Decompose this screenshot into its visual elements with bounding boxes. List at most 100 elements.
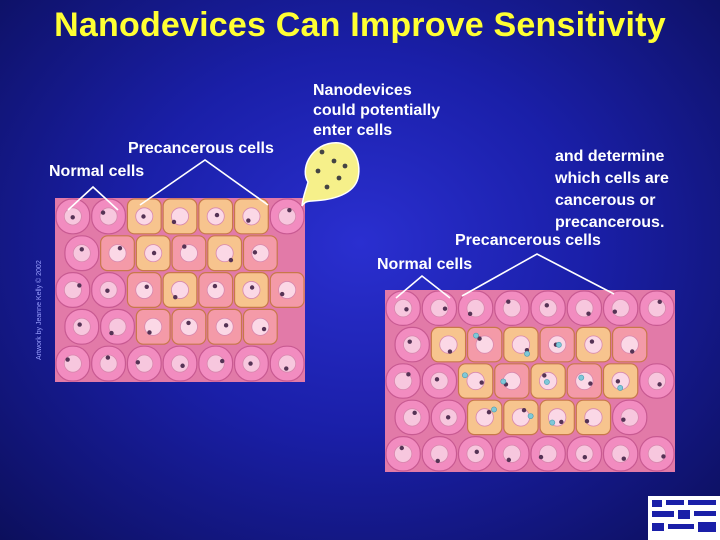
cell-nucleus bbox=[394, 371, 413, 391]
cell-particle bbox=[180, 363, 185, 368]
cell-particle bbox=[486, 410, 492, 415]
cell-particle bbox=[521, 408, 527, 413]
nanodevices-label: Nanodevices could potentially enter cell… bbox=[313, 81, 440, 141]
cell-particle bbox=[657, 299, 662, 305]
determine-label: and determine which cells are cancerous … bbox=[555, 146, 669, 234]
nanodevice-dot bbox=[500, 378, 507, 385]
cell-nucleus bbox=[206, 281, 225, 299]
cell-particle bbox=[220, 358, 225, 364]
cell-particle bbox=[79, 247, 84, 252]
cell-particle bbox=[141, 214, 146, 219]
cell-particle bbox=[100, 210, 106, 215]
nanodevice-dot bbox=[462, 372, 468, 379]
cell-nucleus bbox=[466, 444, 485, 463]
cell-nucleus bbox=[278, 207, 297, 226]
page-title: Nanodevices Can Improve Sensitivity bbox=[54, 6, 666, 44]
cell-particle bbox=[407, 339, 412, 344]
cell-particle bbox=[615, 379, 621, 384]
cell-particle bbox=[105, 355, 111, 360]
cell-particle bbox=[479, 380, 484, 385]
cell-nucleus bbox=[135, 354, 154, 373]
cell-nucleus bbox=[647, 371, 666, 391]
cell-nucleus bbox=[251, 317, 270, 336]
cell-particle bbox=[287, 207, 292, 213]
cell-nucleus bbox=[72, 244, 91, 263]
nanodevice-dot bbox=[617, 385, 624, 391]
nanodevice-dot bbox=[491, 406, 497, 413]
cell-nucleus bbox=[251, 244, 270, 263]
right-tissue bbox=[385, 290, 675, 472]
nanodevice-dot bbox=[543, 379, 550, 385]
cell-nucleus bbox=[206, 354, 225, 373]
cell-nucleus bbox=[620, 408, 639, 427]
cell-particle bbox=[474, 449, 479, 455]
cell-particle bbox=[412, 410, 417, 416]
cell-particle bbox=[657, 382, 662, 387]
cell-nucleus bbox=[539, 444, 558, 463]
cell-particle bbox=[279, 291, 285, 297]
cell-particle bbox=[249, 285, 255, 290]
cell-particle bbox=[252, 250, 258, 255]
left-label-precancerous: Precancerous cells bbox=[128, 140, 274, 157]
determine-label-line-4: precancerous. bbox=[555, 214, 665, 231]
nanodevice-dot bbox=[342, 163, 348, 169]
left-tissue bbox=[55, 198, 305, 382]
cell-particle bbox=[406, 372, 411, 377]
determine-label-line-1: and determine bbox=[555, 148, 665, 165]
cell-nucleus bbox=[144, 317, 163, 336]
cell-nucleus bbox=[278, 281, 297, 299]
nanodevices-label-line-2: could potentially bbox=[313, 102, 441, 119]
logo bbox=[648, 496, 720, 540]
cell-particle bbox=[544, 303, 550, 308]
cell-particle bbox=[214, 212, 220, 218]
determine-label-line-3: cancerous or bbox=[555, 192, 656, 209]
cell-nucleus bbox=[575, 371, 594, 391]
cell-nucleus bbox=[215, 244, 234, 263]
cell-particle bbox=[661, 454, 666, 459]
cell-particle bbox=[621, 456, 626, 461]
cell-nucleus bbox=[439, 335, 458, 354]
cell-particle bbox=[630, 349, 635, 354]
cell-nucleus bbox=[403, 335, 422, 354]
nanodevice-dot bbox=[555, 341, 562, 348]
cell-nucleus bbox=[394, 444, 413, 463]
cell-nucleus bbox=[430, 444, 449, 463]
nanodevice-dot bbox=[315, 168, 321, 174]
right-precancerous-pointer bbox=[461, 253, 615, 297]
cell-particle bbox=[506, 457, 512, 463]
determine-label-line-2: which cells are bbox=[555, 170, 669, 187]
nanodevices-label-line-1: Nanodevices bbox=[313, 82, 412, 99]
cell-particle bbox=[182, 244, 187, 249]
cell-particle bbox=[435, 458, 440, 464]
cell-particle bbox=[582, 454, 588, 460]
cell-particle bbox=[621, 417, 626, 422]
right-normal-pointer bbox=[395, 274, 451, 299]
cell-particle bbox=[447, 349, 453, 354]
cell-particle bbox=[151, 250, 157, 256]
cell-particle bbox=[477, 336, 482, 341]
cell-particle bbox=[228, 257, 234, 263]
cell-particle bbox=[559, 419, 564, 425]
cell-particle bbox=[467, 311, 473, 317]
cell-nucleus bbox=[584, 408, 603, 427]
cell-nucleus bbox=[108, 244, 127, 263]
cell-particle bbox=[77, 283, 82, 288]
cell-particle bbox=[589, 339, 595, 344]
cell-nucleus bbox=[63, 281, 82, 299]
nanodevice-dot bbox=[549, 419, 556, 426]
nanodevice-dot bbox=[578, 374, 585, 381]
nanodevices-label-line-3: enter cells bbox=[313, 122, 393, 139]
cell-nucleus bbox=[403, 408, 422, 427]
cell-nucleus bbox=[647, 444, 666, 463]
nanodevice-dot bbox=[524, 350, 530, 357]
cell-particle bbox=[248, 361, 253, 366]
cell-particle bbox=[135, 360, 141, 365]
cell-particle bbox=[261, 326, 267, 332]
cell-nucleus bbox=[575, 444, 594, 463]
cell-particle bbox=[186, 320, 191, 326]
cell-nucleus bbox=[135, 281, 154, 299]
cell-nucleus bbox=[502, 299, 521, 318]
cell-particle bbox=[284, 366, 289, 371]
cell-particle bbox=[117, 245, 123, 251]
cell-nucleus bbox=[620, 335, 639, 354]
